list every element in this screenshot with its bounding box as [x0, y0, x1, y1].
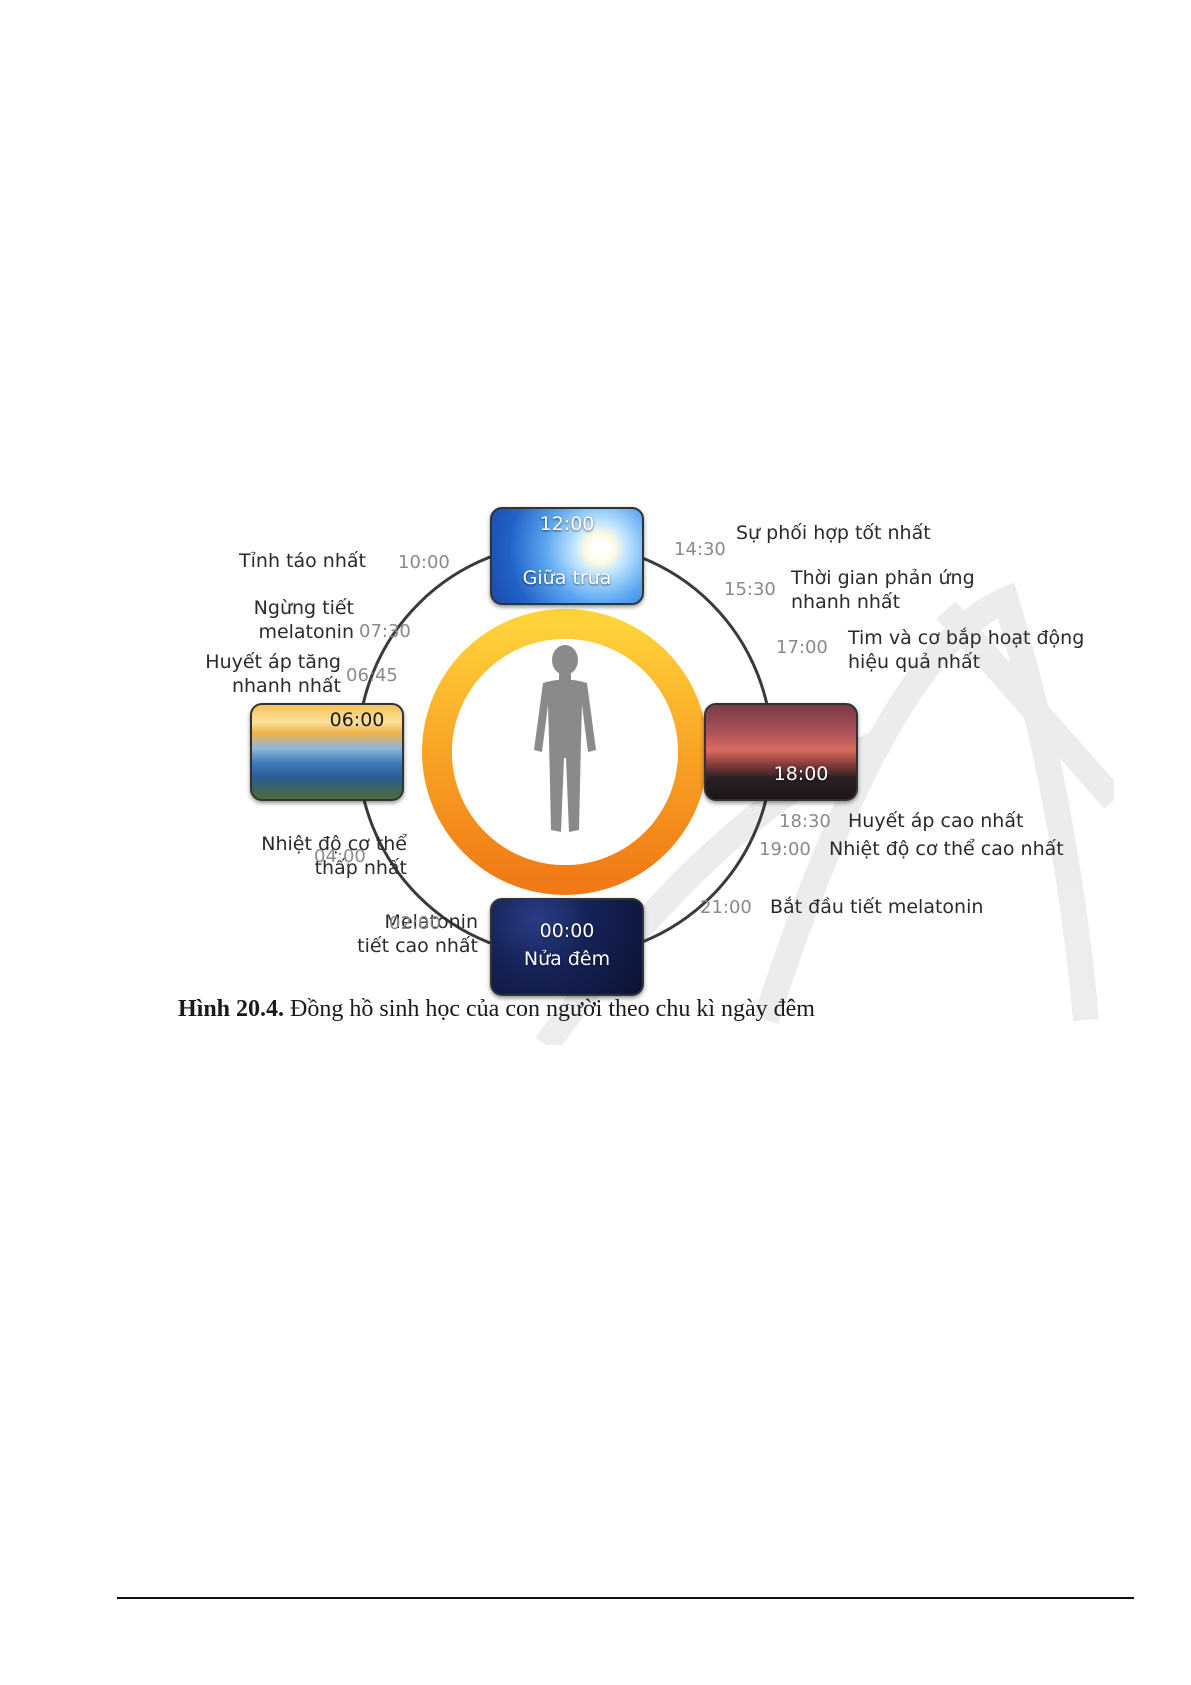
event-label-14-30: Sự phối hợp tốt nhất	[736, 522, 931, 544]
midnight-time: 00:00	[539, 920, 595, 942]
human-silhouette-icon	[534, 645, 596, 832]
event-time-15-30: 15:30	[724, 579, 776, 600]
event-label-07-30-line1: Ngừng tiết	[253, 597, 354, 619]
event-time-21-00: 21:00	[700, 897, 752, 918]
event-label-06-45-line2: nhanh nhất	[231, 675, 341, 697]
figure-number: Hình 20.4.	[178, 996, 285, 1022]
event-label-19-00: Nhiệt độ cơ thể cao nhất	[829, 838, 1064, 860]
event-label-15-30-line2: nhanh nhất	[791, 591, 901, 613]
event-label-17-00-line2: hiệu quả nhất	[848, 651, 981, 673]
event-time-06-45: 06:45	[346, 665, 398, 686]
event-label-21-00: Bắt đầu tiết melatonin	[770, 896, 984, 918]
figure-caption: Hình 20.4. Đồng hồ sinh học của con ngườ…	[178, 996, 1058, 1023]
event-label-10-00: Tỉnh táo nhất	[239, 550, 366, 572]
event-time-19-00: 19:00	[759, 839, 811, 860]
orange-ring	[422, 609, 708, 895]
noon-time: 12:00	[539, 513, 595, 535]
event-label-06-45-line1: Huyết áp tăng	[205, 651, 341, 673]
event-time-17-00: 17:00	[776, 637, 828, 658]
event-time-02-00: 02:00	[389, 913, 441, 934]
footer-rule	[117, 1597, 1134, 1599]
event-label-04-00-line2: thấp nhất	[314, 857, 407, 879]
event-label-07-30-line2: melatonin	[258, 621, 354, 643]
midnight-tile: 00:00 Nửa đêm	[490, 898, 644, 996]
biological-clock-figure: 12:00 Giữa trưa 06:00 18:00 00:00 Nửa đê…	[126, 500, 1114, 1045]
event-label-02-00-line1: Melatonin	[384, 911, 478, 933]
event-time-14-30: 14:30	[674, 539, 726, 560]
dawn-time: 06:00	[329, 709, 385, 731]
noon-tile: 12:00 Giữa trưa	[490, 507, 644, 605]
event-label-02-00-line2: tiết cao nhất	[357, 935, 478, 957]
dusk-tile: 18:00	[704, 703, 858, 801]
event-label-04-00-line1: Nhiệt độ cơ thể	[261, 833, 407, 855]
noon-name: Giữa trưa	[522, 567, 612, 589]
figure-caption-text: Đồng hồ sinh học của con người theo chu …	[284, 996, 815, 1022]
dawn-tile: 06:00	[250, 703, 404, 801]
event-label-18-30: Huyết áp cao nhất	[848, 810, 1024, 832]
midnight-name: Nửa đêm	[523, 948, 611, 970]
event-time-10-00: 10:00	[398, 552, 450, 573]
event-time-04-00: 04:00	[314, 846, 366, 867]
event-label-17-00-line1: Tim và cơ bắp hoạt động	[848, 627, 1085, 649]
event-time-07-30: 07:30	[359, 621, 411, 642]
dusk-time: 18:00	[773, 763, 829, 785]
event-label-15-30-line1: Thời gian phản ứng	[791, 567, 975, 589]
event-time-18-30: 18:30	[779, 811, 831, 832]
